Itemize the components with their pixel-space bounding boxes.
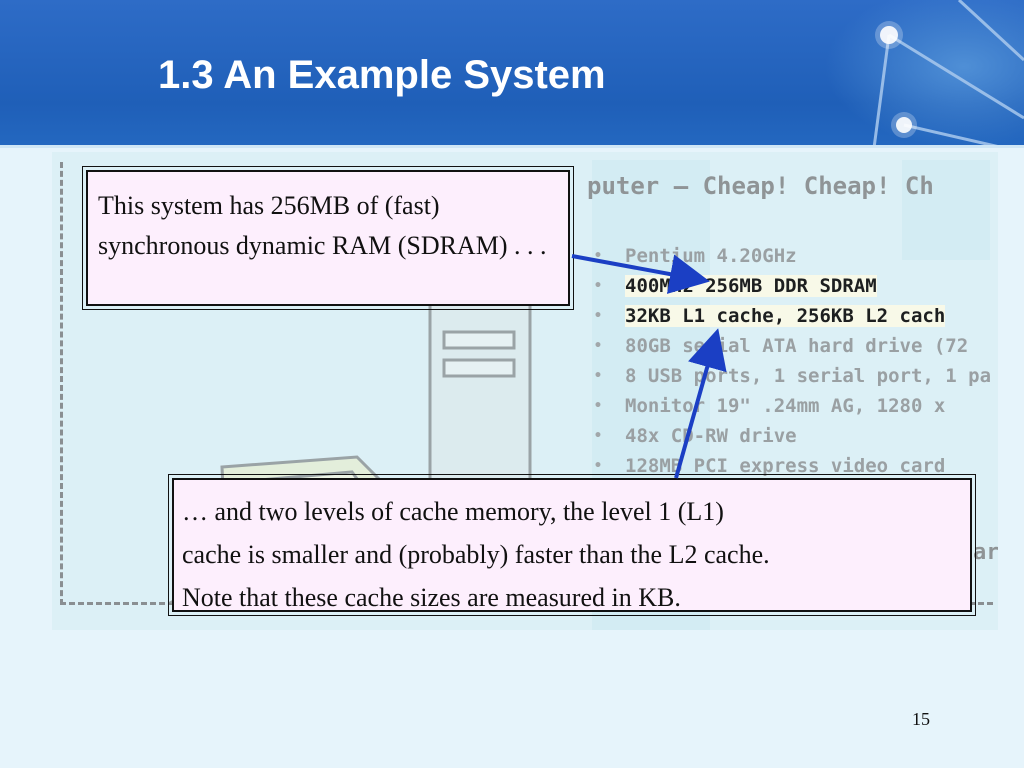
spec-item: •8 USB ports, 1 serial port, 1 pa bbox=[592, 361, 998, 391]
callout-cache-line-2: cache is smaller and (probably) faster t… bbox=[182, 540, 770, 569]
spec-item: •32KB L1 cache, 256KB L2 cach bbox=[592, 301, 998, 331]
header-rule bbox=[0, 145, 1024, 148]
header-glow bbox=[824, 0, 1024, 148]
spec-item: •128MB PCI express video card bbox=[592, 451, 998, 481]
callout-cache-line-1: … and two levels of cache memory, the le… bbox=[182, 497, 724, 526]
slide-header: 1.3 An Example System bbox=[0, 0, 1024, 148]
bullet-icon: • bbox=[593, 368, 603, 384]
bullet-icon: • bbox=[593, 248, 603, 264]
spec-item: •400MHz 256MB DDR SDRAM bbox=[592, 271, 998, 301]
slide-title: 1.3 An Example System bbox=[158, 53, 606, 97]
ad-heading: puter – Cheap! Cheap! Ch bbox=[587, 172, 934, 200]
spec-item: •80GB serial ATA hard drive (72 bbox=[592, 331, 998, 361]
bullet-icon: • bbox=[593, 428, 603, 444]
callout-cache: … and two levels of cache memory, the le… bbox=[168, 474, 976, 616]
callout-sdram-text: This system has 256MB of (fast) synchron… bbox=[98, 191, 547, 260]
truncated-text: ar bbox=[973, 540, 998, 565]
callout-sdram: This system has 256MB of (fast) synchron… bbox=[82, 166, 574, 310]
page-number: 15 bbox=[912, 709, 930, 729]
spec-list: •Pentium 4.20GHz •400MHz 256MB DDR SDRAM… bbox=[592, 241, 998, 481]
bullet-icon: • bbox=[593, 278, 603, 294]
bullet-icon: • bbox=[593, 458, 603, 474]
network-decoration-icon bbox=[872, 0, 1024, 148]
spec-item: •48x CD-RW drive bbox=[592, 421, 998, 451]
callout-cache-line-3: Note that these cache sizes are measured… bbox=[182, 583, 681, 612]
bullet-icon: • bbox=[593, 338, 603, 354]
background-stripe bbox=[902, 160, 990, 260]
spec-item: •Pentium 4.20GHz bbox=[592, 241, 998, 271]
bullet-icon: • bbox=[593, 308, 603, 324]
spec-item: •Monitor 19" .24mm AG, 1280 x bbox=[592, 391, 998, 421]
bullet-icon: • bbox=[593, 398, 603, 414]
